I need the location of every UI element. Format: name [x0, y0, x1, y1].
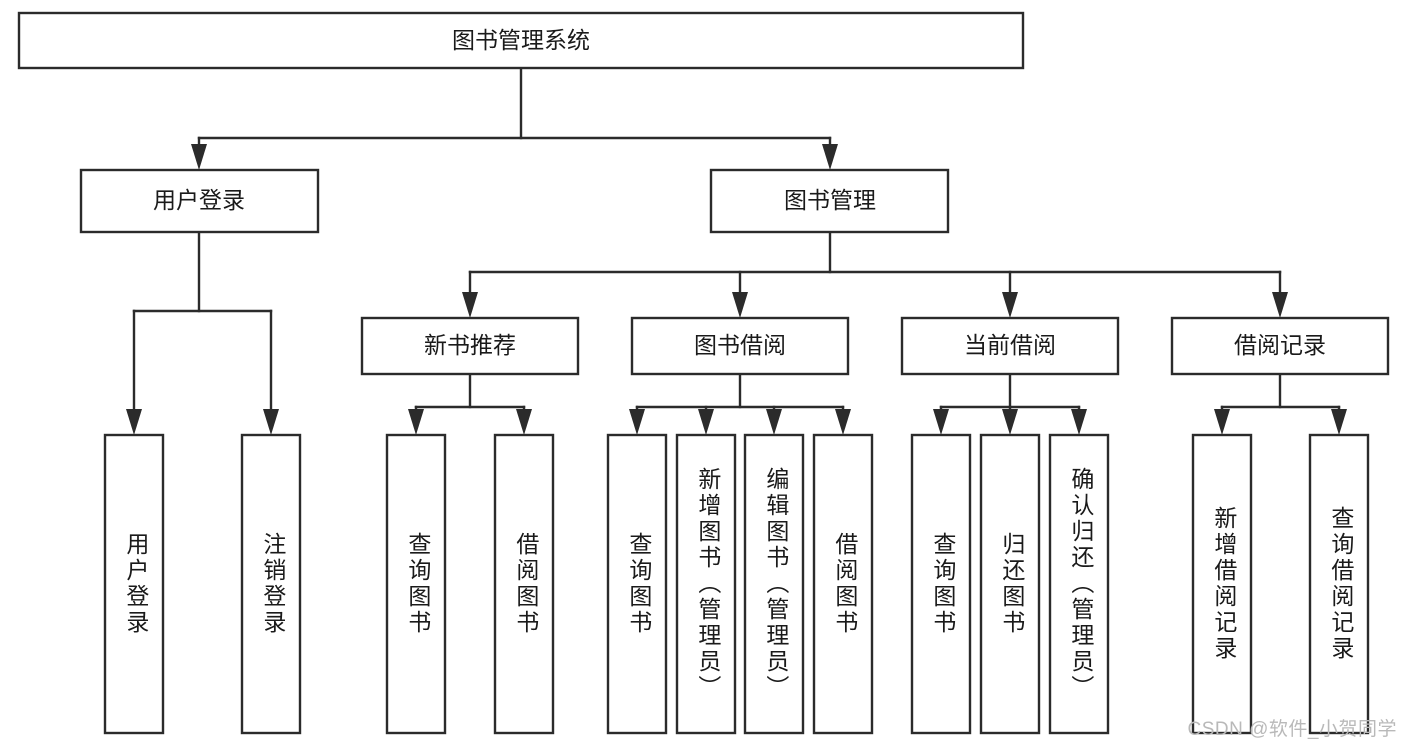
node-user-login[interactable]: 用户登录 [79, 168, 320, 234]
node-borrow-record-label: 借阅记录 [1234, 332, 1326, 358]
node-leaf-query-book-2-label: 查询图书 [626, 532, 653, 636]
node-leaf-edit-book-label: 编辑图书（管理员） [763, 467, 790, 701]
node-leaf-confirm-return-box[interactable] [1048, 433, 1110, 735]
connector-borrow-record-to-leaves [1214, 372, 1347, 435]
node-leaf-query-book-1[interactable]: 查询图书 [385, 433, 447, 735]
node-leaf-confirm-return-label: 确认归还（管理员） [1068, 467, 1095, 701]
node-leaf-query-book-3-box[interactable] [910, 433, 972, 735]
node-leaf-add-record-label: 新增借阅记录 [1211, 506, 1238, 662]
node-current-borrow-label: 当前借阅 [964, 332, 1056, 358]
node-current-borrow[interactable]: 当前借阅 [900, 316, 1120, 376]
node-leaf-edit-book-box[interactable] [743, 433, 805, 735]
node-user-login-box[interactable] [79, 168, 320, 234]
connector-new-book-to-leaves [408, 372, 532, 435]
node-leaf-add-book-label: 新增图书（管理员） [695, 467, 722, 701]
node-book-management[interactable]: 图书管理 [709, 168, 950, 234]
node-leaf-query-book-1-box[interactable] [385, 433, 447, 735]
node-book-borrow-label: 图书借阅 [694, 332, 786, 358]
node-leaf-query-record-label: 查询借阅记录 [1328, 506, 1355, 662]
node-new-book-recommend-box[interactable] [360, 316, 580, 376]
node-leaf-add-record[interactable]: 新增借阅记录 [1191, 433, 1253, 735]
node-leaf-borrow-book-2-label: 借阅图书 [832, 532, 859, 636]
node-leaf-borrow-book-2[interactable]: 借阅图书 [812, 433, 874, 735]
node-root-box[interactable] [17, 11, 1025, 70]
arrow-head-leaf-query-book-2 [629, 409, 645, 435]
arrow-head-leaf-query-book-3 [933, 409, 949, 435]
node-new-book-recommend-label: 新书推荐 [424, 332, 516, 358]
connector-current-borrow-to-leaves [933, 372, 1087, 435]
node-leaf-borrow-book-1[interactable]: 借阅图书 [493, 433, 555, 735]
node-leaf-borrow-book-2-box[interactable] [812, 433, 874, 735]
node-leaf-query-book-2-box[interactable] [606, 433, 668, 735]
connector-book-management-to-level3 [462, 230, 1288, 318]
node-leaf-edit-book[interactable]: 编辑图书（管理员） [743, 433, 805, 735]
arrow-head-new-book-recommend [462, 292, 478, 318]
node-root-label: 图书管理系统 [452, 27, 590, 53]
node-leaf-confirm-return[interactable]: 确认归还（管理员） [1048, 433, 1110, 735]
node-leaf-return-book-box[interactable] [979, 433, 1041, 735]
connector-root-to-level2 [191, 66, 838, 170]
node-leaf-query-book-2[interactable]: 查询图书 [606, 433, 668, 735]
arrow-head-book-borrow [732, 292, 748, 318]
node-leaf-user-login[interactable]: 用户登录 [103, 433, 165, 735]
arrow-head-leaf-add-book [698, 409, 714, 435]
node-leaf-user-login-box[interactable] [103, 433, 165, 735]
node-book-borrow[interactable]: 图书借阅 [630, 316, 850, 376]
arrow-head-user-login [191, 144, 207, 170]
arrow-head-leaf-edit-book [766, 409, 782, 435]
node-leaf-logout-login-label: 注销登录 [260, 532, 287, 636]
node-leaf-return-book[interactable]: 归还图书 [979, 433, 1041, 735]
node-user-login-label: 用户登录 [153, 187, 245, 213]
node-leaf-query-book-1-label: 查询图书 [405, 532, 432, 636]
node-book-management-box[interactable] [709, 168, 950, 234]
arrow-head-leaf-query-record [1331, 409, 1347, 435]
node-leaf-borrow-book-1-box[interactable] [493, 433, 555, 735]
node-leaf-query-book-3[interactable]: 查询图书 [910, 433, 972, 735]
connectors-layer [126, 66, 1347, 435]
arrow-head-leaf-user-login [126, 409, 142, 435]
node-leaf-add-book-box[interactable] [675, 433, 737, 735]
node-leaf-logout-login-box[interactable] [240, 433, 302, 735]
arrow-head-book-management [822, 144, 838, 170]
node-current-borrow-box[interactable] [900, 316, 1120, 376]
watermark-text: CSDN @软件_小贺同学 [1187, 719, 1397, 740]
node-borrow-record[interactable]: 借阅记录 [1170, 316, 1390, 376]
node-leaf-user-login-label: 用户登录 [123, 532, 150, 636]
arrow-head-leaf-logout [263, 409, 279, 435]
arrow-head-current-borrow [1002, 292, 1018, 318]
node-new-book-recommend[interactable]: 新书推荐 [360, 316, 580, 376]
arrow-head-leaf-borrow-book-2 [835, 409, 851, 435]
node-borrow-record-box[interactable] [1170, 316, 1390, 376]
node-book-borrow-box[interactable] [630, 316, 850, 376]
node-leaf-add-book[interactable]: 新增图书（管理员） [675, 433, 737, 735]
arrow-head-leaf-borrow-book-1 [516, 409, 532, 435]
arrow-head-leaf-query-book-1 [408, 409, 424, 435]
node-leaf-borrow-book-1-label: 借阅图书 [513, 532, 540, 636]
node-leaf-add-record-box[interactable] [1191, 433, 1253, 735]
arrow-head-leaf-confirm-return [1071, 409, 1087, 435]
arrow-head-borrow-record [1272, 292, 1288, 318]
arrow-head-leaf-add-record [1214, 409, 1230, 435]
node-leaf-query-record[interactable]: 查询借阅记录 [1308, 433, 1370, 735]
arrow-head-leaf-return-book [1002, 409, 1018, 435]
node-leaf-query-book-3-label: 查询图书 [930, 532, 957, 636]
connector-user-login-to-leaves [126, 230, 279, 435]
node-leaf-query-record-box[interactable] [1308, 433, 1370, 735]
node-leaf-return-book-label: 归还图书 [999, 532, 1026, 636]
node-root-system[interactable]: 图书管理系统 [17, 11, 1025, 70]
connector-book-borrow-to-leaves [629, 372, 851, 435]
node-leaf-logout-login[interactable]: 注销登录 [240, 433, 302, 735]
node-book-management-label: 图书管理 [784, 187, 876, 213]
